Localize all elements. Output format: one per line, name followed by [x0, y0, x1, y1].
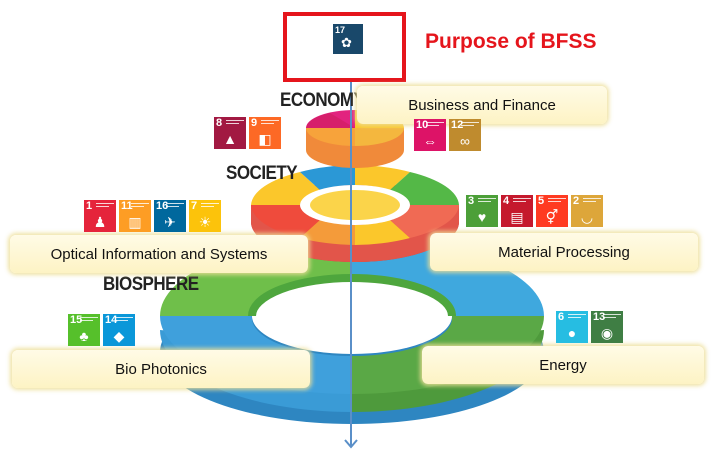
sdg-row-biosphere-left: 15 ♣ 14 ◆ [68, 314, 135, 346]
sdg-7-tile: 7☀ [189, 200, 221, 232]
sdg-caption-lines [478, 198, 496, 204]
sdg-number: 16 [156, 200, 169, 212]
sdg-caption-lines [115, 317, 133, 323]
city-icon: ▥ [128, 214, 142, 230]
sdg-8-tile: 8▲ [214, 117, 246, 149]
sdg-6-tile: 6● [556, 311, 588, 343]
growth-chart-icon: ▲ [223, 131, 237, 147]
cubes-icon: ◧ [258, 131, 272, 147]
infinity-icon: ∞ [460, 133, 470, 149]
sdg-14-tile: 14 ◆ [103, 314, 135, 346]
callout-energy: Energy [422, 346, 704, 384]
sdg-1-tile: 1♟ [84, 200, 116, 232]
eye-globe-icon: ◉ [600, 325, 614, 341]
sdg-number: 8 [216, 117, 223, 129]
sdg-number: 12 [451, 119, 464, 131]
sdg-number: 2 [573, 195, 580, 207]
vertical-axis-arrow [344, 58, 358, 449]
equality-icon: ⇔ [423, 133, 437, 149]
sdg-number: 9 [251, 117, 258, 129]
sdg-12-tile: 12 ∞ [449, 119, 481, 151]
sdg-number: 10 [416, 119, 429, 131]
sdg-caption-lines [568, 314, 586, 320]
sdg-number: 14 [105, 314, 118, 326]
tree-icon: ♣ [79, 328, 89, 344]
fish-icon: ◆ [113, 328, 125, 344]
sdg-3-tile: 3♥ [466, 195, 498, 227]
economy-tier [306, 110, 404, 168]
sdg-number: 4 [503, 195, 510, 207]
sdg-number: 5 [538, 195, 545, 207]
sdg-caption-lines [96, 203, 114, 209]
callout-bio-photonics: Bio Photonics [12, 350, 310, 388]
sdg-15-tile: 15 ♣ [68, 314, 100, 346]
sdg-caption-lines [261, 120, 279, 126]
sdg-number: 11 [121, 200, 133, 212]
society-label: SOCIETY [226, 161, 298, 184]
sdg-4-tile: 4▤ [501, 195, 533, 227]
sdg-17-tile: 17 ✿ [333, 24, 363, 54]
callout-business-finance: Business and Finance [357, 86, 607, 124]
sdg-row-biosphere-right: 6● 13 ◉ [556, 311, 623, 343]
gender-icon: ⚥ [545, 209, 559, 225]
water-drop-icon: ● [567, 325, 577, 341]
callout-optical-information: Optical Information and Systems [10, 235, 308, 273]
callout-material-processing: Material Processing [430, 233, 698, 271]
sdg-number: 3 [468, 195, 475, 207]
sdg-caption-lines [548, 198, 566, 204]
biosphere-label: BIOSPHERE [103, 272, 199, 295]
sdg-row-society-left: 1♟ 11 ▥ 16 ✈ 7☀ [84, 200, 221, 232]
sdg-16-tile: 16 ✈ [154, 200, 186, 232]
sdg-number: 13 [593, 311, 606, 323]
book-icon: ▤ [510, 209, 524, 225]
sdg-13-tile: 13 ◉ [591, 311, 623, 343]
purpose-highlight-box: 17 ✿ [283, 12, 406, 82]
dove-icon: ✈ [164, 214, 176, 230]
sdg-row-economy-right: 10 ⇔ 12 ∞ [414, 119, 481, 151]
sdg-17-number: 17 [335, 25, 346, 35]
sdg-5-tile: 5⚥ [536, 195, 568, 227]
sdg-number: 7 [191, 200, 198, 212]
sdg-11-tile: 11 ▥ [119, 200, 151, 232]
family-icon: ♟ [93, 214, 107, 230]
sdg-10-tile: 10 ⇔ [414, 119, 446, 151]
sdg-number: 1 [86, 200, 93, 212]
sdg-caption-lines [131, 203, 149, 209]
sdg-caption-lines [513, 198, 531, 204]
sdg-number: 15 [70, 314, 83, 326]
sdg-row-economy-left: 8▲9◧ [214, 117, 281, 149]
sdg-9-tile: 9◧ [249, 117, 281, 149]
partnership-flower-icon: ✿ [341, 35, 352, 50]
sdg-number: 6 [558, 311, 565, 323]
bowl-icon: ◡ [580, 209, 594, 225]
sdg-caption-lines [583, 198, 601, 204]
sdg-caption-lines [226, 120, 244, 126]
purpose-title: Purpose of BFSS [425, 30, 597, 53]
heartbeat-icon: ♥ [477, 209, 487, 225]
sdg-2-tile: 2◡ [571, 195, 603, 227]
sun-icon: ☀ [198, 214, 212, 230]
sdg-row-society-right: 3♥4▤5⚥2◡ [466, 195, 603, 227]
sdg-caption-lines [461, 122, 479, 128]
sdg-caption-lines [166, 203, 184, 209]
sdg-caption-lines [426, 122, 444, 128]
sdg-caption-lines [80, 317, 98, 323]
sdg-caption-lines [603, 314, 621, 320]
sdg-caption-lines [201, 203, 219, 209]
economy-label: ECONOMY [280, 88, 365, 111]
